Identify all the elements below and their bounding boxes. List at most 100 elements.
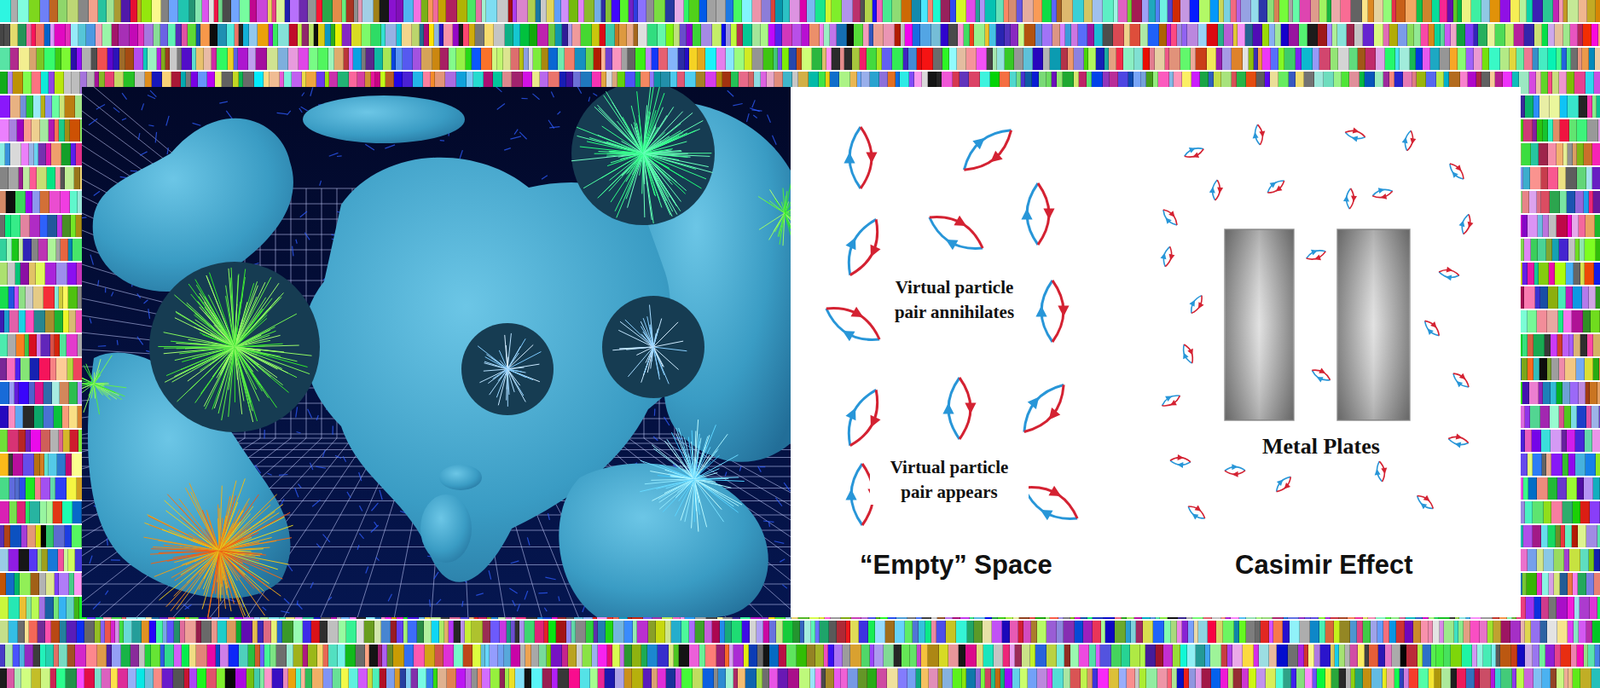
- field-arrow: [504, 148, 511, 151]
- burst-ray: [219, 550, 269, 602]
- burst-ray: [219, 542, 260, 551]
- burst-ray: [218, 518, 220, 551]
- burst-ray: [167, 494, 220, 551]
- field-arrow: [541, 175, 548, 180]
- field-arrow: [556, 111, 561, 115]
- burst-ray: [769, 200, 785, 214]
- burst-ray: [653, 333, 656, 348]
- field-arrow: [359, 472, 362, 482]
- particle-pair: [1437, 265, 1461, 283]
- burst-ray: [784, 213, 791, 224]
- particle-pair: [1444, 159, 1469, 184]
- field-arrow: [267, 473, 273, 476]
- burst-ray: [784, 213, 791, 242]
- arrowhead: [1027, 393, 1044, 410]
- burst-ray: [659, 479, 695, 510]
- arrowhead: [1188, 144, 1197, 153]
- burst-ray: [643, 133, 688, 154]
- arrowhead: [1168, 400, 1177, 409]
- arrowhead: [1402, 136, 1409, 144]
- particle-pair: [1208, 179, 1224, 202]
- burst-ray: [507, 357, 509, 370]
- burst-ray: [219, 498, 250, 551]
- arrowhead: [1454, 440, 1461, 448]
- starbursts: [81, 86, 791, 618]
- burst-ray: [219, 550, 221, 585]
- field-arrow: [747, 113, 750, 122]
- field-arrow: [148, 308, 151, 319]
- virtual-pairs: [817, 117, 1476, 534]
- field-arrow: [295, 487, 299, 498]
- burst-ray: [643, 153, 673, 217]
- arrowhead: [1423, 495, 1432, 505]
- arrowhead: [1425, 326, 1434, 336]
- field-arrow: [771, 135, 777, 145]
- field-arrow: [732, 103, 743, 105]
- annotation-label: Metal Plates: [1262, 431, 1380, 463]
- white-panel: [790, 86, 1521, 618]
- burst-ray: [662, 479, 695, 513]
- field-arrow: [510, 561, 520, 564]
- burst-ray: [81, 383, 94, 404]
- burst-ray: [173, 295, 235, 348]
- burst-ray: [219, 512, 279, 551]
- arrowhead: [845, 405, 861, 422]
- field-arrow: [139, 151, 148, 156]
- burst-ray: [507, 369, 510, 395]
- arrowhead: [1455, 434, 1463, 441]
- field-arrow: [192, 122, 202, 126]
- burst-ray: [496, 369, 508, 398]
- burst-ray: [163, 544, 220, 551]
- particle-pair: [1420, 316, 1444, 341]
- burst-ray: [219, 550, 222, 587]
- field-arrow: [138, 133, 140, 140]
- burst-ray: [627, 347, 654, 377]
- arrowhead: [1165, 393, 1174, 402]
- burst-ray: [616, 153, 644, 218]
- field-arrow: [225, 598, 236, 603]
- field-arrow: [524, 591, 528, 600]
- arrowhead: [1281, 482, 1291, 492]
- arrowhead: [1444, 273, 1452, 281]
- burst-ray: [93, 383, 117, 400]
- arrowhead: [1380, 467, 1388, 475]
- arrowhead: [843, 151, 855, 163]
- burst-ray: [219, 502, 238, 551]
- field-arrow: [96, 104, 105, 110]
- particle-pair: [1400, 129, 1418, 153]
- arrowhead: [1037, 504, 1054, 521]
- field-arrow: [335, 455, 342, 458]
- burst-ray: [176, 550, 220, 610]
- field-arrow: [297, 484, 302, 489]
- field-arrow: [88, 118, 98, 126]
- burst-ray: [498, 369, 508, 382]
- field-arrow: [577, 86, 582, 94]
- field-arrow: [544, 608, 547, 612]
- arrowhead: [1310, 247, 1319, 256]
- arrowhead: [986, 150, 1003, 168]
- arrowhead: [850, 307, 866, 323]
- burst-ray: [625, 319, 654, 348]
- vacuum-illustration: [81, 86, 791, 618]
- field-arrow: [388, 594, 392, 602]
- burst-ray: [583, 153, 644, 189]
- burst-ray: [93, 383, 122, 400]
- arrowhead: [1020, 208, 1032, 220]
- field-arrow: [768, 522, 771, 528]
- annotation-label: Virtual particle pair annihilates: [875, 275, 1034, 325]
- arrowhead: [1379, 193, 1387, 201]
- particle-pair: [1182, 142, 1206, 163]
- field-arrow: [166, 115, 169, 127]
- field-arrow: [301, 92, 305, 97]
- burst-ray: [191, 347, 235, 360]
- burst-ray: [659, 465, 695, 480]
- burst-ray: [212, 347, 235, 360]
- field-arrow: [724, 471, 727, 476]
- field-arrow: [494, 86, 502, 93]
- burst-ray: [234, 297, 267, 348]
- field-arrow: [774, 541, 785, 545]
- burst-ray: [93, 370, 100, 384]
- metal-plates: [1224, 229, 1410, 421]
- particle-pair: [1184, 501, 1210, 525]
- field-arrow: [296, 432, 302, 435]
